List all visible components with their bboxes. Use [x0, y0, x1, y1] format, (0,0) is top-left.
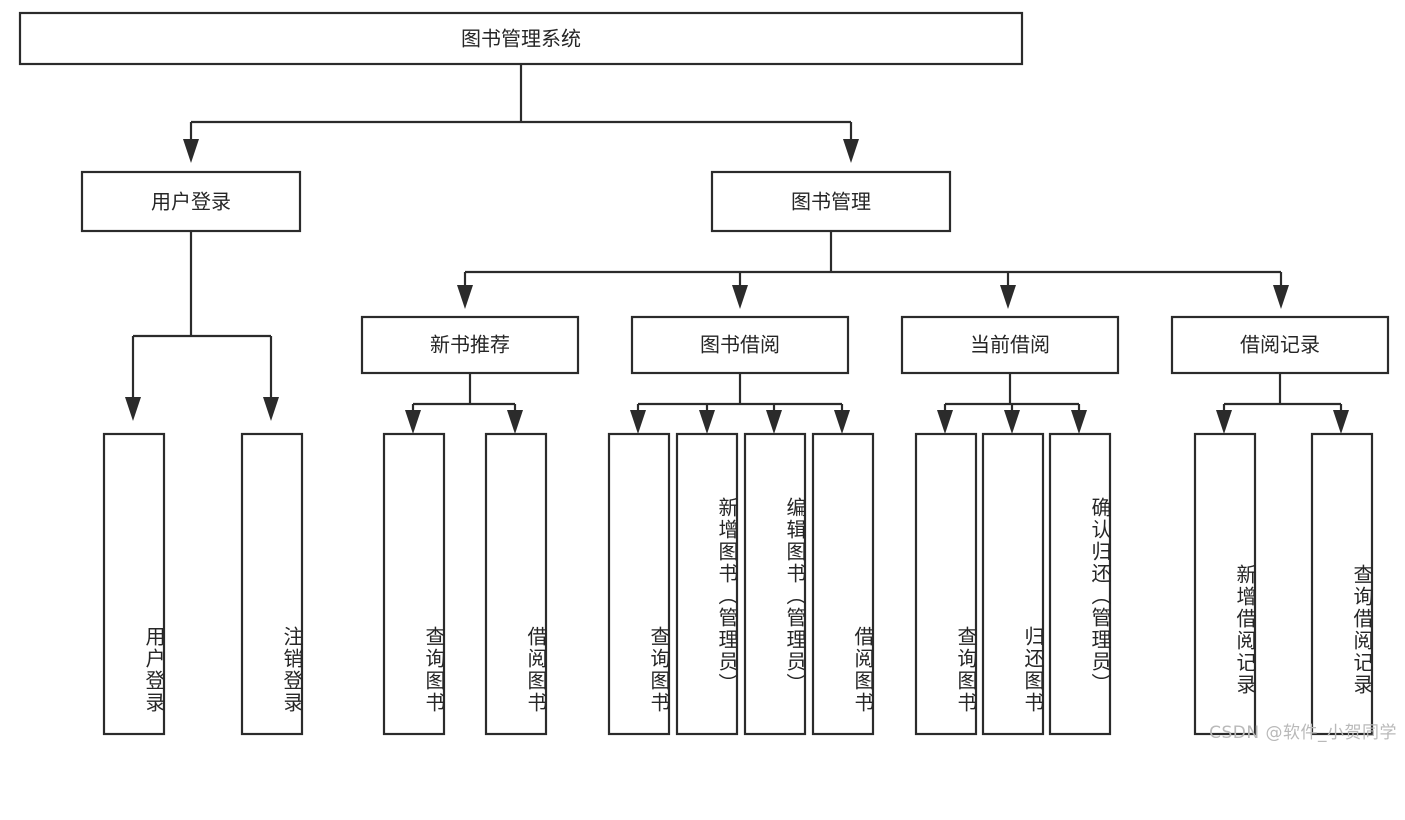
leaf-box-return-books[interactable] [981, 432, 1045, 736]
leaf-box-borrow-books-1[interactable] [484, 432, 548, 736]
arrow-head-icon [457, 285, 473, 309]
node-book-borrow-label: 图书借阅 [700, 333, 780, 357]
arrow-head-icon [732, 285, 748, 309]
leaf-box-logout-login[interactable] [240, 432, 304, 736]
arrow-head-icon [937, 410, 953, 434]
node-current-borrow-label: 当前借阅 [970, 333, 1050, 357]
node-current-borrow-box[interactable] [900, 315, 1120, 375]
connector-book-management-to-level3 [457, 231, 1289, 309]
node-user-login[interactable]: 用户登录 [80, 170, 302, 233]
node-new-book-recommend[interactable]: 新书推荐 [360, 315, 580, 375]
arrow-head-icon [1071, 410, 1087, 434]
node-new-book-recommend-box[interactable] [360, 315, 580, 375]
leaf-box-query-books-3[interactable] [914, 432, 978, 736]
watermark: CSDN @软件_小贺同学 [1209, 723, 1397, 743]
arrow-head-icon [1216, 410, 1232, 434]
node-root-box[interactable] [18, 11, 1024, 66]
node-root-label: 图书管理系统 [461, 27, 581, 51]
leaf-box-add-record[interactable] [1193, 432, 1257, 736]
connector-current-borrow-to-leaves [937, 373, 1087, 434]
node-book-management[interactable]: 图书管理 [710, 170, 952, 233]
node-book-management-label: 图书管理 [791, 190, 871, 214]
node-current-borrow[interactable]: 当前借阅 [900, 315, 1120, 375]
node-book-borrow[interactable]: 图书借阅 [630, 315, 850, 375]
node-user-login-label: 用户登录 [151, 190, 231, 214]
diagram-canvas: 图书管理系统 用户登录 图书管理 [18, 11, 1390, 736]
connector-root-to-level2 [183, 64, 859, 163]
leaf-box-confirm-return[interactable] [1048, 432, 1112, 736]
leaf-box-add-book[interactable] [675, 432, 739, 736]
arrow-head-icon [263, 397, 279, 421]
arrow-head-icon [1000, 285, 1016, 309]
node-user-login-box[interactable] [80, 170, 302, 233]
connector-borrow-records-to-leaves [1216, 373, 1349, 434]
arrow-head-icon [405, 410, 421, 434]
arrow-head-icon [843, 139, 859, 163]
diagram-root: 图书管理系统 用户登录 图书管理 [18, 11, 1397, 743]
arrow-head-icon [125, 397, 141, 421]
arrow-head-icon [699, 410, 715, 434]
connector-new-book-recommend-to-leaves [405, 373, 523, 434]
leaf-box-borrow-books-2[interactable] [811, 432, 875, 736]
node-root[interactable]: 图书管理系统 [18, 11, 1024, 66]
arrow-head-icon [766, 410, 782, 434]
arrow-head-icon [1273, 285, 1289, 309]
arrow-head-icon [183, 139, 199, 163]
arrow-head-icon [630, 410, 646, 434]
arrow-head-icon [1333, 410, 1349, 434]
leaf-box-query-record[interactable] [1310, 432, 1374, 736]
arrow-head-icon [834, 410, 850, 434]
leaf-box-user-login[interactable] [102, 432, 166, 736]
node-new-book-recommend-label: 新书推荐 [430, 333, 510, 357]
leaf-box-edit-book[interactable] [743, 432, 807, 736]
connector-user-login-to-leaves [125, 231, 279, 421]
leaf-box-query-books-2[interactable] [607, 432, 671, 736]
arrow-head-icon [507, 410, 523, 434]
node-borrow-records[interactable]: 借阅记录 [1170, 315, 1390, 375]
connector-book-borrow-to-leaves [630, 373, 850, 434]
arrow-head-icon [1004, 410, 1020, 434]
node-borrow-records-label: 借阅记录 [1240, 333, 1320, 357]
leaf-box-query-books-1[interactable] [382, 432, 446, 736]
